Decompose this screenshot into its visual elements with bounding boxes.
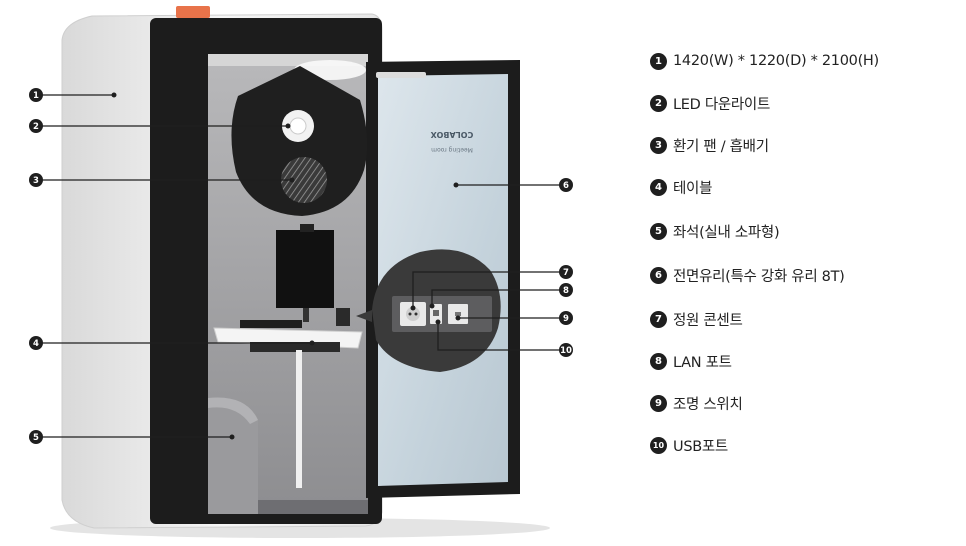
legend-number: 10 <box>650 436 667 454</box>
top-indicator-light <box>176 6 210 18</box>
callout-dots <box>111 92 461 440</box>
legend-text: 좌석(실내 소파형) <box>673 224 780 241</box>
svg-text:4: 4 <box>33 339 39 349</box>
callout-badge-9: 9 <box>559 311 573 325</box>
legend-text: 전면유리(특수 강화 유리 8T) <box>673 268 845 285</box>
legend-text: 1420(W) * 1220(D) * 2100(H) <box>673 53 879 69</box>
callout-lines <box>36 94 566 438</box>
svg-text:1: 1 <box>33 91 39 101</box>
callout-badge-6: 6 <box>559 178 573 192</box>
legend-item-3: 3 환기 팬 / 흡배기 <box>650 134 769 156</box>
callout-badge-2: 2 <box>29 119 43 133</box>
svg-text:8: 8 <box>563 286 569 296</box>
legend-number: 3 <box>650 136 667 154</box>
table <box>213 320 363 488</box>
door-subtitle-text: Meeting room <box>431 146 473 153</box>
zoom-light-fan <box>231 66 368 216</box>
svg-text:3: 3 <box>33 176 39 186</box>
legend-text: LAN 포트 <box>673 354 732 371</box>
callout-badge-7: 7 <box>559 265 573 279</box>
legend-item-4: 4 테이블 <box>650 176 712 198</box>
svg-text:2: 2 <box>33 122 39 132</box>
callout-badge-10: 10 <box>559 343 573 357</box>
svg-text:7: 7 <box>563 268 569 278</box>
svg-text:10: 10 <box>560 346 572 356</box>
legend-item-5: 5 좌석(실내 소파형) <box>650 220 780 242</box>
legend-item-9: 9 조명 스위치 <box>650 392 743 414</box>
callout-badge-8: 8 <box>559 283 573 297</box>
legend-number: 9 <box>650 394 667 412</box>
callout-badge-5: 5 <box>29 430 43 444</box>
door-brand-text: COLABOX <box>430 130 474 139</box>
callout-badge-3: 3 <box>29 173 43 187</box>
legend-text: 조명 스위치 <box>673 396 743 413</box>
callout-badge-4: 4 <box>29 336 43 350</box>
legend-text: USB포트 <box>673 438 728 455</box>
legend-number: 8 <box>650 352 667 370</box>
legend-number: 6 <box>650 266 667 284</box>
legend-item-10: 10 USB포트 <box>650 434 728 456</box>
legend-item-7: 7 정원 콘센트 <box>650 308 743 330</box>
svg-text:5: 5 <box>33 433 39 443</box>
svg-text:6: 6 <box>563 181 569 191</box>
ventilation-fan <box>281 157 327 203</box>
legend-number: 5 <box>650 222 667 240</box>
door-handle <box>376 72 426 78</box>
sofa-seat <box>208 397 258 514</box>
legend-item-8: 8 LAN 포트 <box>650 350 732 372</box>
legend-number: 4 <box>650 178 667 196</box>
legend-number: 2 <box>650 94 667 112</box>
legend-text: 테이블 <box>673 180 713 197</box>
legend-number: 1 <box>650 52 667 70</box>
zoom-outlet-panel <box>356 249 501 372</box>
legend-item-2: 2 LED 다운라이트 <box>650 92 770 114</box>
callout-badge-1: 1 <box>29 88 43 102</box>
legend-item-6: 6 전면유리(특수 강화 유리 8T) <box>650 264 845 286</box>
svg-text:9: 9 <box>563 314 569 324</box>
legend-text: LED 다운라이트 <box>673 96 771 113</box>
monitor <box>276 224 350 326</box>
spec-legend: 1 1420(W) * 1220(D) * 2100(H) 2 LED 다운라이… <box>650 0 966 546</box>
legend-item-1: 1 1420(W) * 1220(D) * 2100(H) <box>650 50 879 72</box>
legend-text: 환기 팬 / 흡배기 <box>673 138 769 155</box>
legend-number: 7 <box>650 310 667 328</box>
legend-text: 정원 콘센트 <box>673 312 743 329</box>
